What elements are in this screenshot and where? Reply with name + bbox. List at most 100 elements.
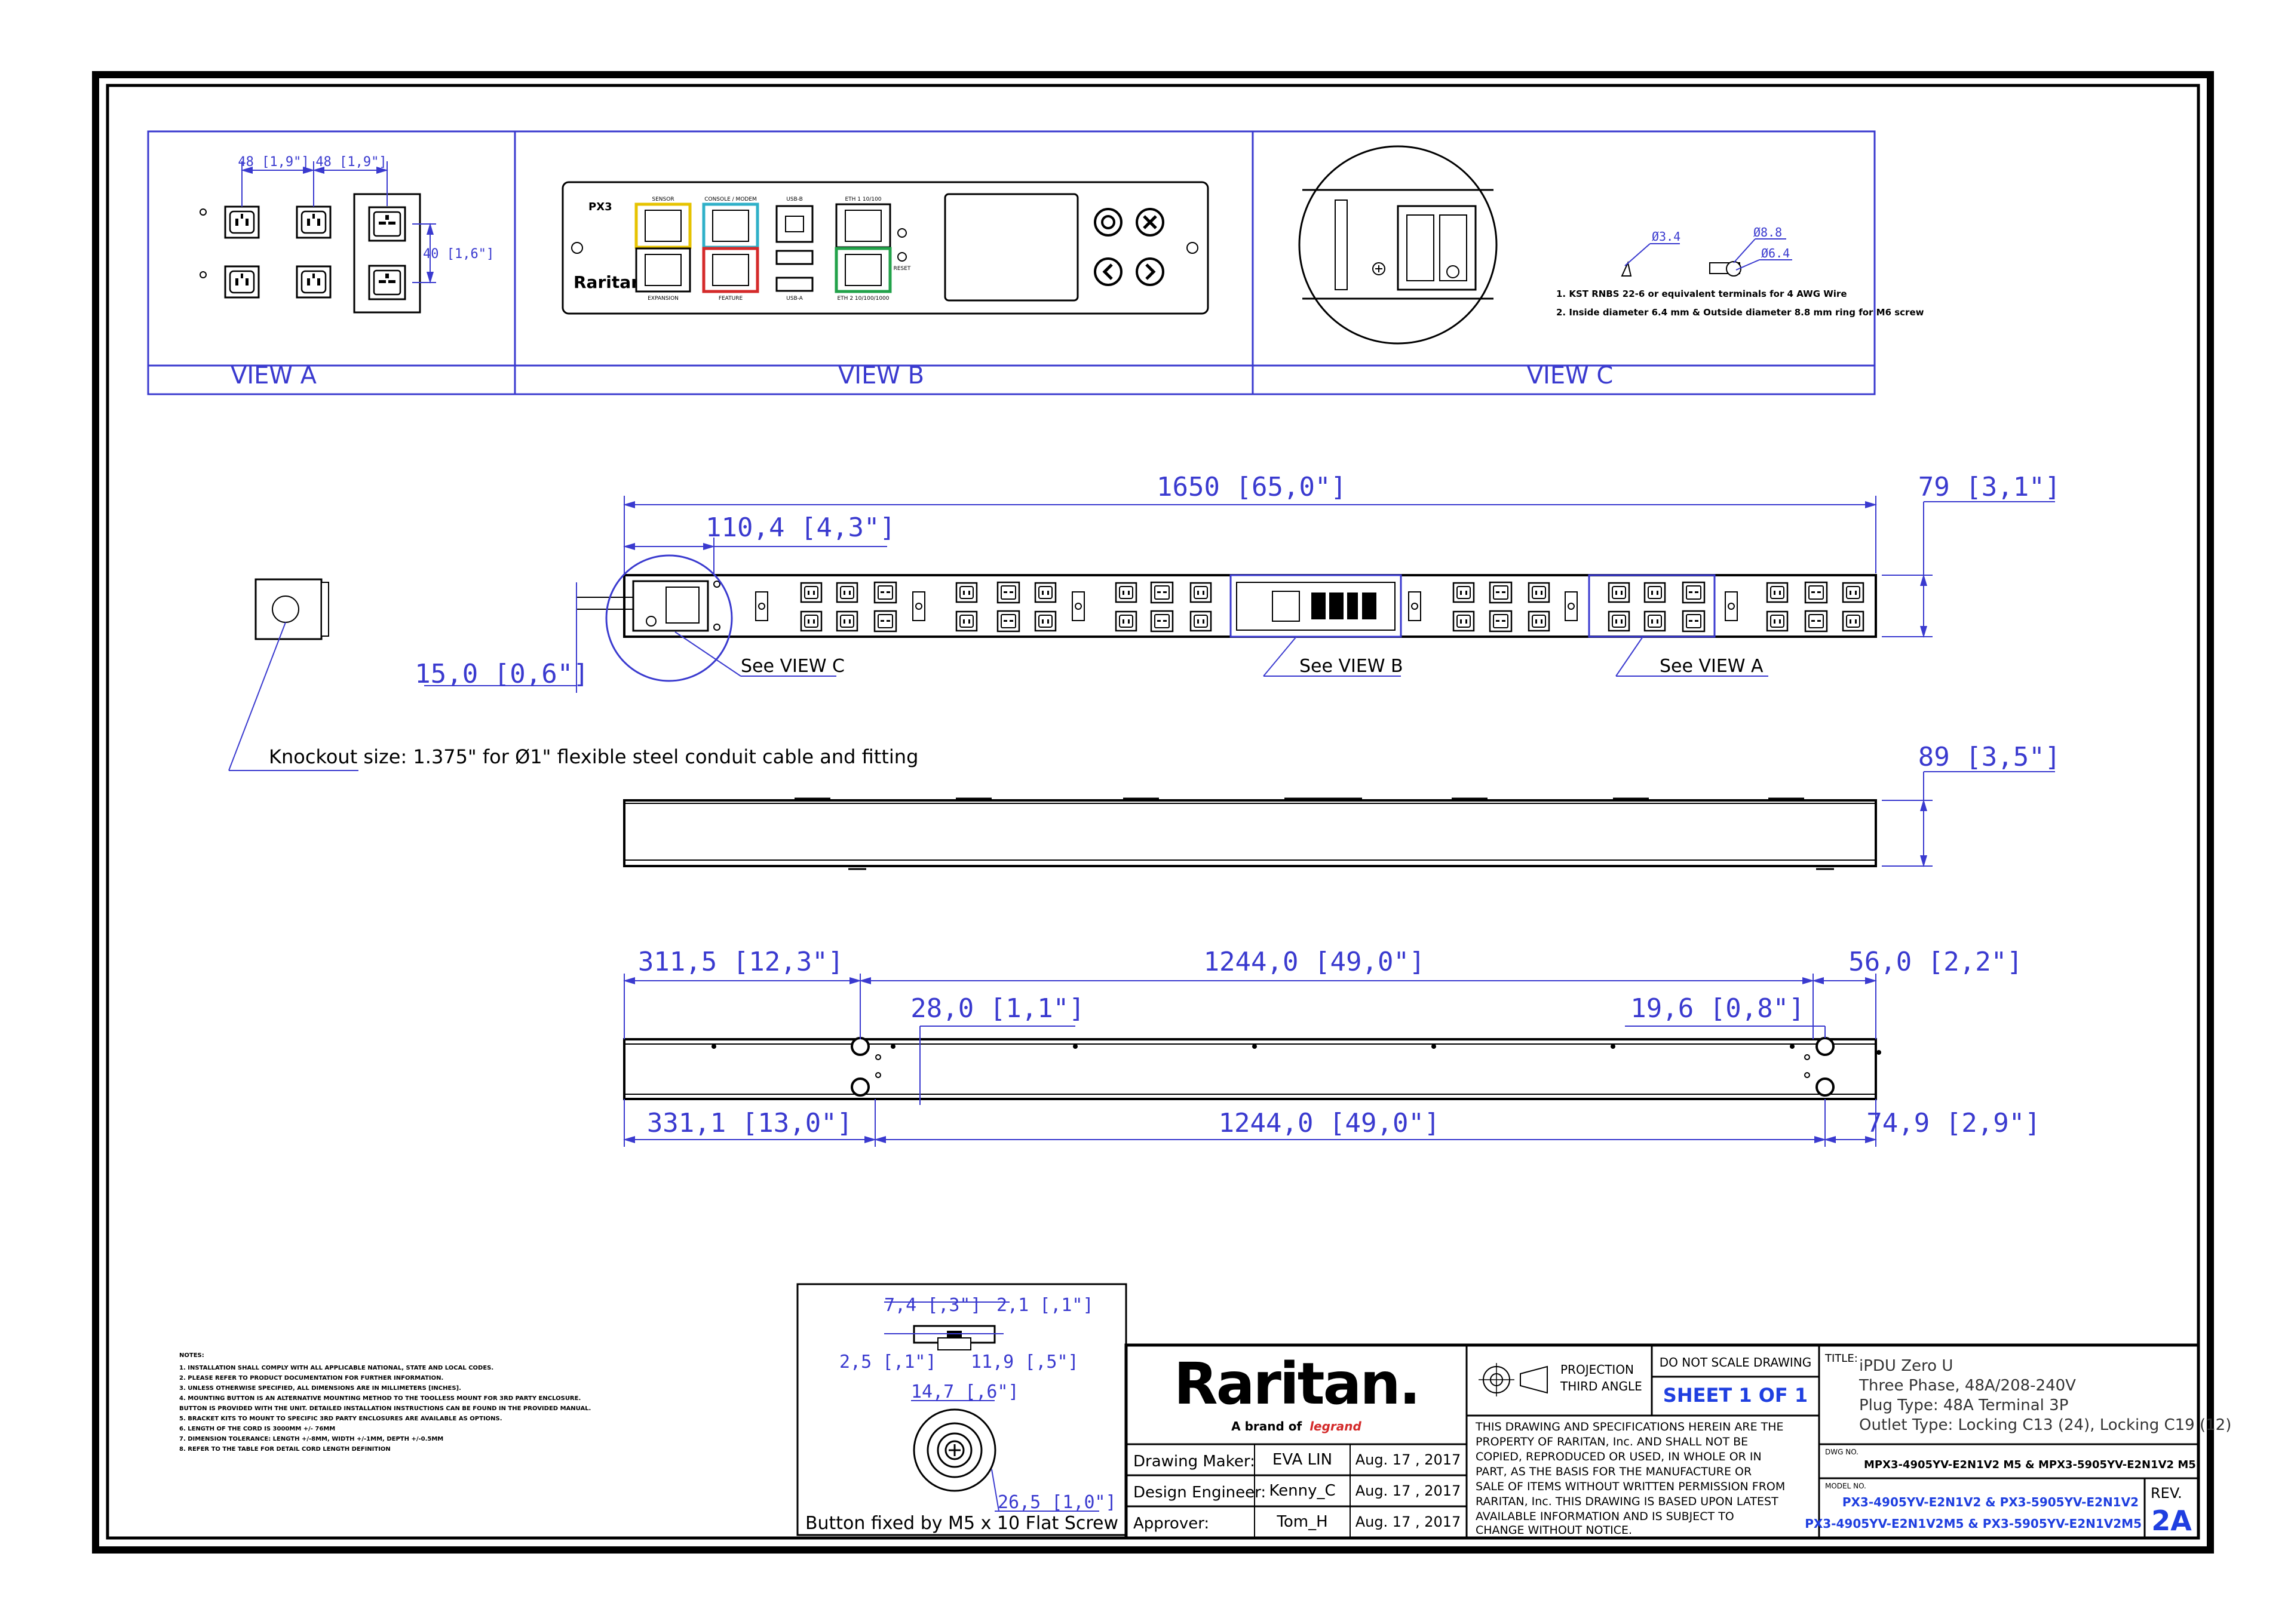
mounting-button-right-bottom	[1815, 1077, 1835, 1097]
view-b-label: VIEW B	[838, 362, 924, 389]
view-a-height: 40 [1,6"]	[423, 247, 494, 262]
brand-prefix: A brand of	[1231, 1419, 1302, 1433]
model-no-line-1: PX3-4905YV-E2N1V2 & PX3-5905YV-E2N1V2	[1842, 1495, 2139, 1509]
view-c-dim-3: Ø6.4	[1761, 246, 1790, 260]
left-margin-dim: 15,0 [0,6"]	[415, 659, 588, 689]
note-line-9: 8. REFER TO THE TABLE FOR DETAIL CORD LE…	[179, 1446, 391, 1453]
raritan-panel-logo: Raritan	[574, 272, 643, 292]
lcd-display	[944, 193, 1079, 302]
note-line-8: 7. DIMENSION TOLERANCE: LENGTH +/-8MM, W…	[179, 1436, 443, 1442]
mounting-button-right-top	[1815, 1037, 1835, 1056]
back-top-right-dim: 56,0 [2,2"]	[1848, 947, 2022, 977]
back-top-left-dim: 311,5 [12,3"]	[638, 947, 844, 977]
port-label-eth1: ETH 1 10/100	[845, 197, 881, 202]
knockout-end-view: Knockout size: 1.375" for Ø1" flexible s…	[228, 578, 918, 771]
property-line-4: PART, AS THE BASIS FOR THE MANUFACTURE O…	[1476, 1465, 1752, 1478]
note-line-7: 6. LENGTH OF THE CORD IS 3000MM +/- 76MM	[179, 1426, 335, 1432]
ethernet-ports	[835, 203, 907, 293]
usb-ports	[775, 205, 814, 292]
view-b-controller-panel: Raritan PX3 SENSOR	[562, 181, 1209, 315]
width-dim: 79 [3,1"]	[1918, 472, 2060, 502]
console-modem-port	[702, 202, 759, 293]
panel-model-mark: PX3	[588, 201, 612, 213]
note-line-3: 3. UNLESS OTHERWISE SPECIFIED, ALL DIMEN…	[179, 1385, 461, 1392]
approver-date: Aug. 17 , 2017	[1355, 1514, 1461, 1530]
front-view-dimensions: 1650 [65,0"] 110,4 [4,3"] 79 [3,1"] 15,0…	[415, 472, 2060, 693]
rev-label: REV.	[2151, 1485, 2182, 1502]
dwg-no-label: DWG NO.	[1825, 1448, 1858, 1456]
title-label: TITLE:	[1824, 1352, 1858, 1365]
depth-dim: 89 [3,5"]	[1918, 742, 2060, 772]
do-not-scale-label: DO NOT SCALE DRAWING	[1660, 1355, 1811, 1370]
approver-role: Approver:	[1133, 1515, 1209, 1533]
property-line-7: AVAILABLE INFORMATION AND IS SUBJECT TO	[1476, 1510, 1734, 1523]
brand-line: A brand of legrand	[1231, 1419, 1361, 1433]
note-line-5: BUTTON IS PROVIDED WITH THE UNIT. DETAIL…	[179, 1405, 591, 1412]
see-view-c-callout: See VIEW C	[741, 656, 845, 677]
chevron-left-icon	[1094, 257, 1123, 286]
button-dim-4: 11,9 [,5"]	[971, 1352, 1079, 1373]
chevron-right-icon	[1136, 257, 1164, 286]
title-line-4: Outlet Type: Locking C13 (24), Locking C…	[1859, 1416, 2231, 1434]
view-a-width-2: 48 [1,9"]	[315, 155, 387, 170]
port-label-console: CONSOLE / MODEM	[704, 197, 757, 202]
pdu-side-view: 89 [3,5"]	[623, 742, 2060, 870]
pdu-back-view	[623, 1037, 1881, 1100]
dwg-no-value: MPX3-4905YV-E2N1V2 M5 & MPX3-5905YV-E2N1…	[1864, 1459, 2196, 1471]
design-engineer-date: Aug. 17 , 2017	[1355, 1482, 1461, 1499]
port-label-expansion: EXPANSION	[648, 296, 679, 302]
view-a-outlets: 48 [1,9"] 48 [1,9"] 40 [1,6"]	[200, 155, 494, 314]
rev-value: 2A	[2151, 1505, 2192, 1537]
legrand-brand: legrand	[1309, 1419, 1361, 1433]
notes-title: NOTES:	[179, 1352, 204, 1359]
back-bottom-left-dim: 331,1 [13,0"]	[647, 1108, 852, 1138]
model-no-line-2: PX3-4905YV-E2N1V2M5 & PX3-5905YV-E2N1V2M…	[1805, 1516, 2142, 1531]
overall-length-dim: 1650 [65,0"]	[1157, 472, 1347, 502]
property-line-1: THIS DRAWING AND SPECIFICATIONS HEREIN A…	[1475, 1420, 1784, 1433]
drawing-maker-date: Aug. 17 , 2017	[1355, 1451, 1461, 1468]
drawing-maker-name: EVA LIN	[1272, 1451, 1332, 1469]
back-inner-right-dim: 19,6 [0,8"]	[1630, 993, 1804, 1024]
back-bottom-center-dim: 1244,0 [49,0"]	[1219, 1108, 1440, 1138]
general-notes: NOTES: 1. INSTALLATION SHALL COMPLY WITH…	[179, 1352, 591, 1453]
mounting-button-left-bottom	[851, 1077, 870, 1097]
property-line-3: COPIED, REPRODUCED OR USED, IN WHOLE OR …	[1476, 1450, 1762, 1463]
knockout-note: Knockout size: 1.375" for Ø1" flexible s…	[269, 745, 918, 768]
sensor-port	[634, 202, 692, 293]
property-line-6: RARITAN, Inc. THIS DRAWING IS BASED UPON…	[1476, 1495, 1778, 1508]
property-line-8: CHANGE WITHOUT NOTICE.	[1476, 1524, 1632, 1537]
button-caption: Button fixed by M5 x 10 Flat Screw	[805, 1513, 1118, 1534]
drawing-maker-role: Drawing Maker:	[1133, 1453, 1255, 1470]
port-label-sensor: SENSOR	[652, 197, 674, 202]
view-c-dim-2: Ø8.8	[1753, 225, 1782, 240]
view-c-note-1: 1. KST RNBS 22-6 or equivalent terminals…	[1556, 288, 1847, 299]
see-view-a-callout: See VIEW A	[1660, 656, 1764, 677]
third-angle-projection-icon	[1479, 1363, 1548, 1396]
pdu-front-view	[576, 554, 1877, 682]
raritan-logo: Raritan.	[1174, 1350, 1419, 1417]
mounting-button-left-top	[851, 1037, 870, 1056]
button-detail: 7,4 [,3"] 2,1 [,1"] 2,5 [,1"] 11,9 [,5"]…	[796, 1283, 1127, 1536]
left-offset-dim: 110,4 [4,3"]	[706, 512, 895, 543]
model-no-label: MODEL NO.	[1825, 1482, 1866, 1490]
title-line-3: Plug Type: 48A Terminal 3P	[1859, 1396, 2068, 1414]
third-angle-label: THIRD ANGLE	[1560, 1379, 1642, 1393]
view-c-dim-1: Ø3.4	[1652, 229, 1680, 244]
title-block: Raritan. A brand of legrand Drawing Make…	[1124, 1343, 2231, 1540]
approver-name: Tom_H	[1276, 1513, 1327, 1531]
view-a-label: VIEW A	[231, 362, 317, 389]
property-line-2: PROPERTY OF RARITAN, Inc. AND SHALL NOT …	[1476, 1435, 1748, 1448]
note-line-1: 1. INSTALLATION SHALL COMPLY WITH ALL AP…	[179, 1365, 493, 1371]
control-buttons	[1094, 208, 1164, 286]
port-label-usb-a: USB-A	[786, 296, 803, 302]
view-c-label: VIEW C	[1527, 362, 1614, 389]
property-line-5: SALE OF ITEMS WITHOUT WRITTEN PERMISSION…	[1476, 1480, 1785, 1493]
button-dim-2: 2,1 [,1"]	[996, 1295, 1094, 1316]
back-top-center-dim: 1244,0 [49,0"]	[1204, 947, 1425, 977]
projection-label: PROJECTION	[1560, 1362, 1634, 1377]
back-view-dimensions: 311,5 [12,3"] 1244,0 [49,0"] 56,0 [2,2"]…	[623, 947, 2041, 1147]
button-dim-6: 26,5 [1,0"]	[998, 1492, 1117, 1513]
back-inner-left-dim: 28,0 [1,1"]	[910, 993, 1084, 1024]
title-line-2: Three Phase, 48A/208-240V	[1858, 1377, 2076, 1395]
